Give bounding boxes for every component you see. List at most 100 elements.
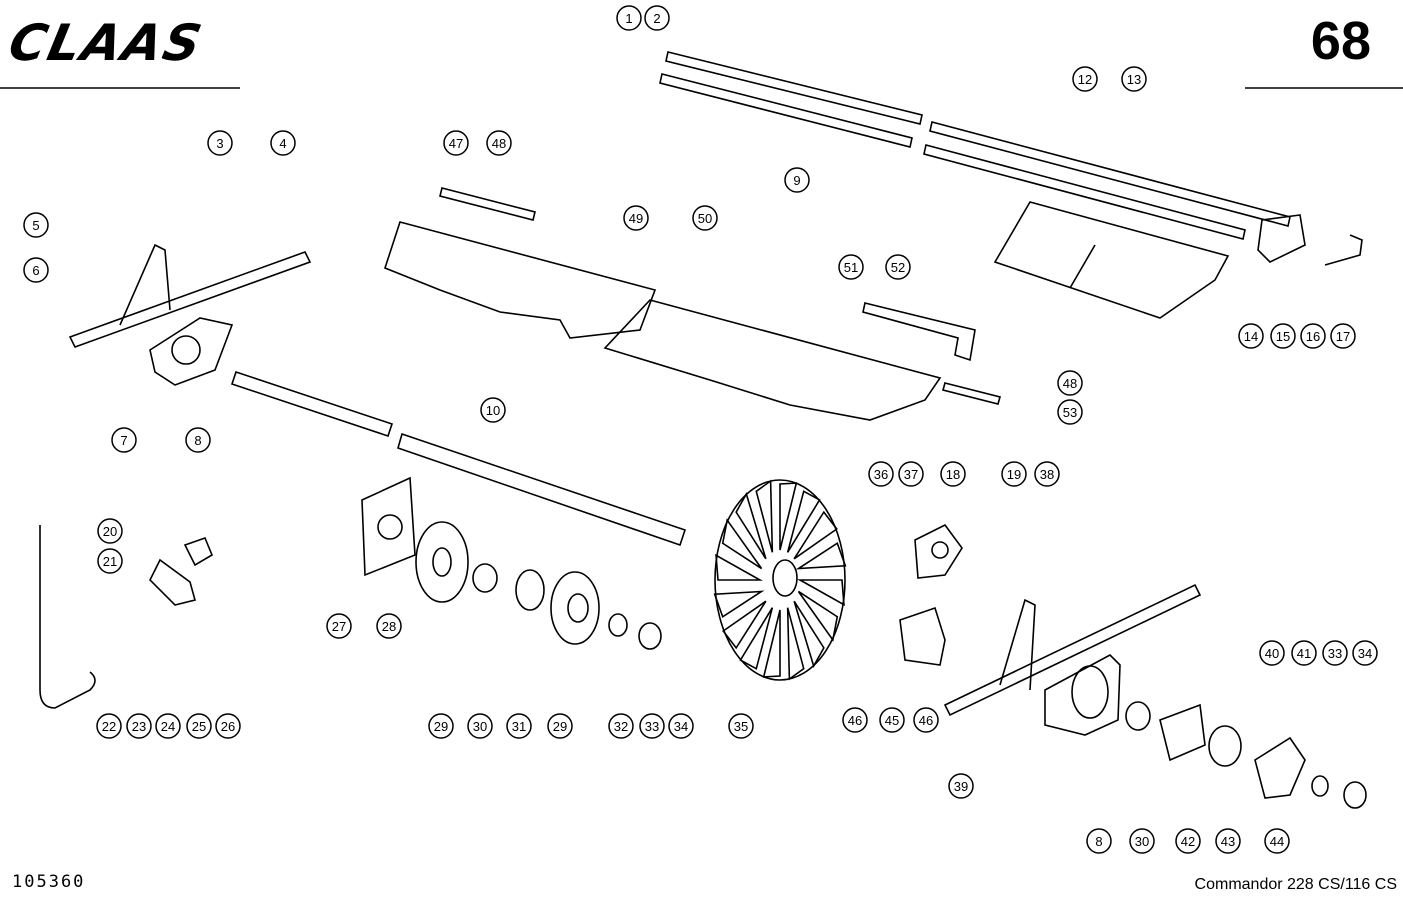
fan-shaft-10 — [230, 370, 687, 547]
deflector-plate-14 — [993, 201, 1230, 319]
callout-label: 16 — [1306, 329, 1320, 344]
callout-circle — [376, 613, 402, 639]
callout-label: 42 — [1181, 834, 1195, 849]
callout-38: 38 — [1034, 461, 1060, 487]
callout-8a: 8 — [185, 427, 211, 453]
callout-49: 49 — [623, 205, 649, 231]
callout-14: 14 — [1238, 323, 1264, 349]
callout-53: 53 — [1057, 399, 1083, 425]
callout-label: 31 — [512, 719, 526, 734]
callout-label: 37 — [904, 467, 918, 482]
callout-6: 6 — [23, 257, 49, 283]
callout-circle — [1270, 323, 1296, 349]
callout-circle — [692, 205, 718, 231]
callout-circle — [623, 205, 649, 231]
callout-label: 8 — [1095, 834, 1102, 849]
callout-21: 21 — [97, 548, 123, 574]
bearing-block-45 — [899, 606, 946, 666]
callout-label: 9 — [793, 173, 800, 188]
callout-circle — [215, 713, 241, 739]
callout-circle — [1129, 828, 1155, 854]
callout-label: 4 — [279, 136, 286, 151]
callout-label: 52 — [891, 260, 905, 275]
callout-label: 48 — [492, 136, 506, 151]
callout-36: 36 — [868, 461, 894, 487]
fan-blade — [721, 518, 763, 570]
callout-13: 13 — [1121, 66, 1147, 92]
callout-label: 32 — [614, 719, 628, 734]
callout-circle — [23, 212, 49, 238]
callout-label: 3 — [216, 136, 223, 151]
callout-26: 26 — [215, 713, 241, 739]
callout-37: 37 — [898, 461, 924, 487]
fan-blade — [797, 590, 839, 642]
callout-circle — [842, 707, 868, 733]
callout-circle — [1259, 640, 1285, 666]
callout-8b: 8 — [1086, 828, 1112, 854]
callout-50: 50 — [692, 205, 718, 231]
callout-circle — [270, 130, 296, 156]
bearing-housing-8-right — [1044, 654, 1121, 736]
callout-circle — [1291, 640, 1317, 666]
rail-strip-9 — [659, 51, 923, 148]
fan-blade — [793, 510, 838, 560]
callout-10: 10 — [480, 397, 506, 423]
callout-3: 3 — [207, 130, 233, 156]
callout-label: 6 — [32, 263, 39, 278]
callout-19: 19 — [1001, 461, 1027, 487]
callout-23: 23 — [126, 713, 152, 739]
fan-blade — [713, 590, 765, 618]
callout-circle — [97, 518, 123, 544]
callout-label: 23 — [132, 719, 146, 734]
callout-circle — [1057, 370, 1083, 396]
ball-bearing-31 — [515, 569, 545, 611]
callout-29a: 29 — [428, 713, 454, 739]
callout-33a: 33 — [639, 713, 665, 739]
callout-circle — [486, 130, 512, 156]
callout-label: 40 — [1265, 646, 1279, 661]
callout-label: 17 — [1336, 329, 1350, 344]
fan-blade — [739, 607, 774, 670]
callout-circle — [111, 427, 137, 453]
callout-label: 34 — [1358, 646, 1372, 661]
callout-circle — [1238, 323, 1264, 349]
callout-label: 20 — [103, 524, 117, 539]
callout-18: 18 — [940, 461, 966, 487]
support-bar-7 — [68, 243, 312, 348]
fan-blade — [796, 579, 845, 607]
cover-disc-29-right — [550, 571, 600, 645]
callout-label: 33 — [1328, 646, 1342, 661]
callout-48b: 48 — [1057, 370, 1083, 396]
callout-circle — [616, 5, 642, 31]
callout-label: 47 — [449, 136, 463, 151]
callout-circle — [868, 461, 894, 487]
callout-circle — [326, 613, 352, 639]
callout-label: 39 — [954, 779, 968, 794]
fan-blade — [735, 491, 767, 560]
callout-circle — [1330, 323, 1356, 349]
callout-circle — [948, 773, 974, 799]
callout-40: 40 — [1259, 640, 1285, 666]
fan-impeller-35 — [713, 479, 847, 681]
callout-label: 28 — [382, 619, 396, 634]
callout-label: 30 — [473, 719, 487, 734]
fan-blade — [786, 490, 821, 553]
fan-blade — [793, 600, 825, 669]
fan-blade — [755, 479, 774, 553]
fan-blade — [715, 553, 764, 581]
callout-label: 10 — [486, 403, 500, 418]
page-number: 68 — [1310, 11, 1371, 71]
callout-45: 45 — [879, 707, 905, 733]
callout-label: 41 — [1297, 646, 1311, 661]
callout-2: 2 — [644, 5, 670, 31]
callout-circle — [838, 254, 864, 280]
rail-strip-12 — [923, 121, 1306, 263]
callout-label: 27 — [332, 619, 346, 634]
sensor-cable-22 — [39, 525, 96, 709]
callout-22: 22 — [96, 713, 122, 739]
callout-circle — [506, 713, 532, 739]
callout-47: 47 — [443, 130, 469, 156]
callout-circle — [668, 713, 694, 739]
